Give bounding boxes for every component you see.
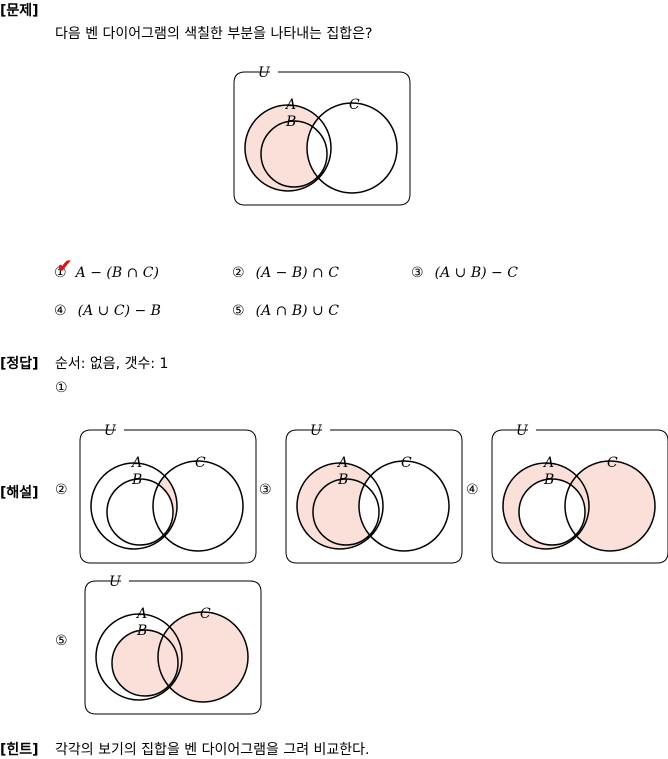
choice-1[interactable]: ①✔ A − (B ∩ C) [54, 256, 159, 281]
answer-tag: [정답] [0, 356, 39, 372]
venn-label-a: A [542, 455, 554, 471]
venn-diagram-3: U A B C [285, 423, 463, 564]
venn-label-u: U [104, 423, 117, 439]
venn-label-b: B [136, 623, 147, 639]
hint-text: 각각의 보기의 집합을 벤 다이어그램을 그려 비교한다. [55, 742, 370, 758]
venn-label-c: C [195, 455, 206, 471]
hint-tag: [힌트] [0, 742, 39, 758]
question-text: 다음 벤 다이어그램의 색칠한 부분을 나타내는 집합은? [55, 26, 373, 42]
venn-label-a: A [135, 606, 147, 622]
check-mark-icon: ✔ [57, 256, 73, 277]
venn-label-b: B [285, 114, 296, 130]
venn-diagram-2: U A B C [79, 423, 257, 564]
venn-label-b: B [337, 472, 348, 488]
venn-label-b: B [543, 472, 554, 488]
choice-marker: ① [54, 265, 67, 281]
choice-marker: ③ [411, 265, 424, 281]
choice-expression: (A ∩ B) ∪ C [255, 303, 339, 319]
choice-marker: ⑤ [232, 303, 245, 319]
choice-expression: A − (B ∩ C) [75, 265, 159, 281]
venn-label-c: C [349, 97, 360, 113]
venn-label-u: U [258, 65, 271, 81]
venn-label-a: A [336, 455, 348, 471]
venn-label-b: B [131, 472, 142, 488]
venn-label-c: C [607, 455, 618, 471]
venn-label-c: C [200, 606, 211, 622]
choice-expression: (A ∪ C) − B [77, 303, 161, 319]
choice-marker: ④ [54, 303, 67, 319]
explanation-marker-3: ③ [259, 482, 272, 498]
choice-2[interactable]: ② (A − B) ∩ C [232, 262, 339, 281]
answer-value: ① [55, 380, 68, 396]
venn-label-u: U [310, 423, 323, 439]
explanation-tag: [해설] [0, 485, 39, 501]
venn-label-c: C [401, 455, 412, 471]
choice-3[interactable]: ③ (A ∪ B) − C [411, 262, 518, 281]
choice-5[interactable]: ⑤ (A ∩ B) ∪ C [232, 300, 339, 319]
venn-label-u: U [516, 423, 529, 439]
choice-marker: ② [232, 265, 245, 281]
choice-expression: (A − B) ∩ C [255, 265, 339, 281]
venn-diagram-main: U A B C [233, 65, 411, 206]
answer-info: 순서: 없음, 갯수: 1 [55, 356, 169, 372]
venn-label-a: A [284, 97, 296, 113]
explanation-marker-2: ② [55, 482, 68, 498]
venn-label-u: U [109, 574, 122, 590]
venn-diagram-5: U A B C [84, 574, 262, 715]
problem-tag: [문제] [0, 3, 39, 19]
explanation-marker-5: ⑤ [55, 633, 68, 649]
choice-4[interactable]: ④ (A ∪ C) − B [54, 300, 161, 319]
choice-expression: (A ∪ B) − C [434, 265, 518, 281]
venn-label-a: A [130, 455, 142, 471]
venn-diagram-4: U A B C [491, 423, 668, 564]
explanation-marker-4: ④ [466, 482, 479, 498]
